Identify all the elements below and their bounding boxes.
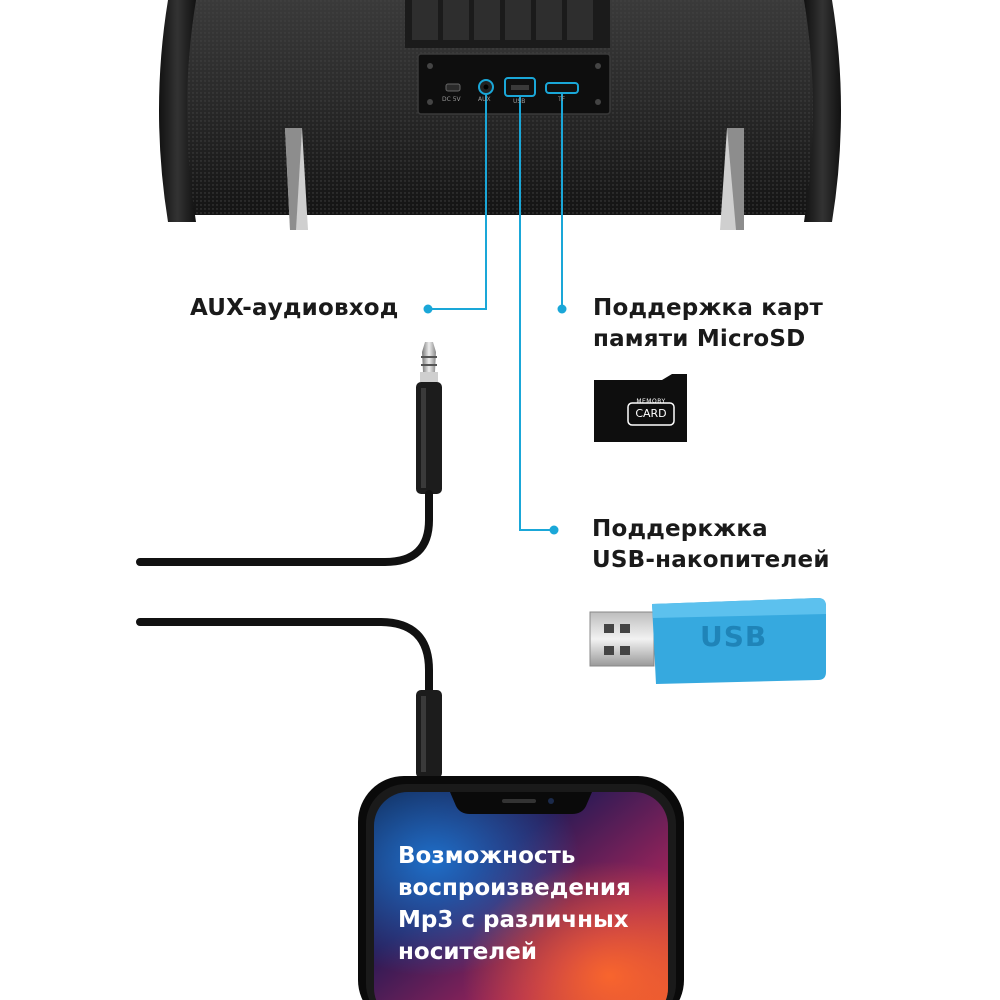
- microsd-support-label: Поддержка карт памяти MicroSD: [593, 293, 823, 355]
- aux-cable: [136, 342, 442, 778]
- memory-card-text: MEMORY CARD: [628, 398, 674, 421]
- usb-port-label: USB: [513, 98, 526, 105]
- usb-stick: [589, 598, 826, 684]
- aux-input-text: AUX-аудиовход: [190, 295, 399, 321]
- aux-port-label: AUX: [478, 96, 491, 103]
- usb-stick-label: USB: [700, 620, 768, 653]
- phone-line-2: воспроизведения: [398, 875, 631, 901]
- phone-line-4: носителей: [398, 939, 537, 965]
- speaker: [159, 0, 841, 230]
- phone-screen-text: Возможность воспроизведения Mp3 с различ…: [398, 840, 668, 968]
- memory-card-line-2: CARD: [635, 407, 667, 420]
- usb-line-1: Поддеркжка: [592, 516, 768, 542]
- phone-line-3: Mp3 с различных: [398, 907, 629, 933]
- microsd-line-1: Поддержка карт: [593, 295, 824, 321]
- memory-card: [594, 374, 687, 442]
- callout-dots: [423, 304, 567, 535]
- microsd-line-2: памяти MicroSD: [593, 326, 806, 352]
- usb-support-label: Поддеркжка USB-накопителей: [592, 514, 830, 576]
- dc-port-label: DC 5V: [442, 96, 461, 103]
- aux-input-label: AUX-аудиовход: [190, 293, 399, 324]
- usb-line-2: USB-накопителей: [592, 547, 830, 573]
- smartphone: [358, 776, 684, 1000]
- phone-line-1: Возможность: [398, 843, 576, 869]
- memory-card-line-1: MEMORY: [636, 398, 666, 405]
- callout-lines: [430, 93, 563, 531]
- tf-port-label: TF: [558, 96, 566, 103]
